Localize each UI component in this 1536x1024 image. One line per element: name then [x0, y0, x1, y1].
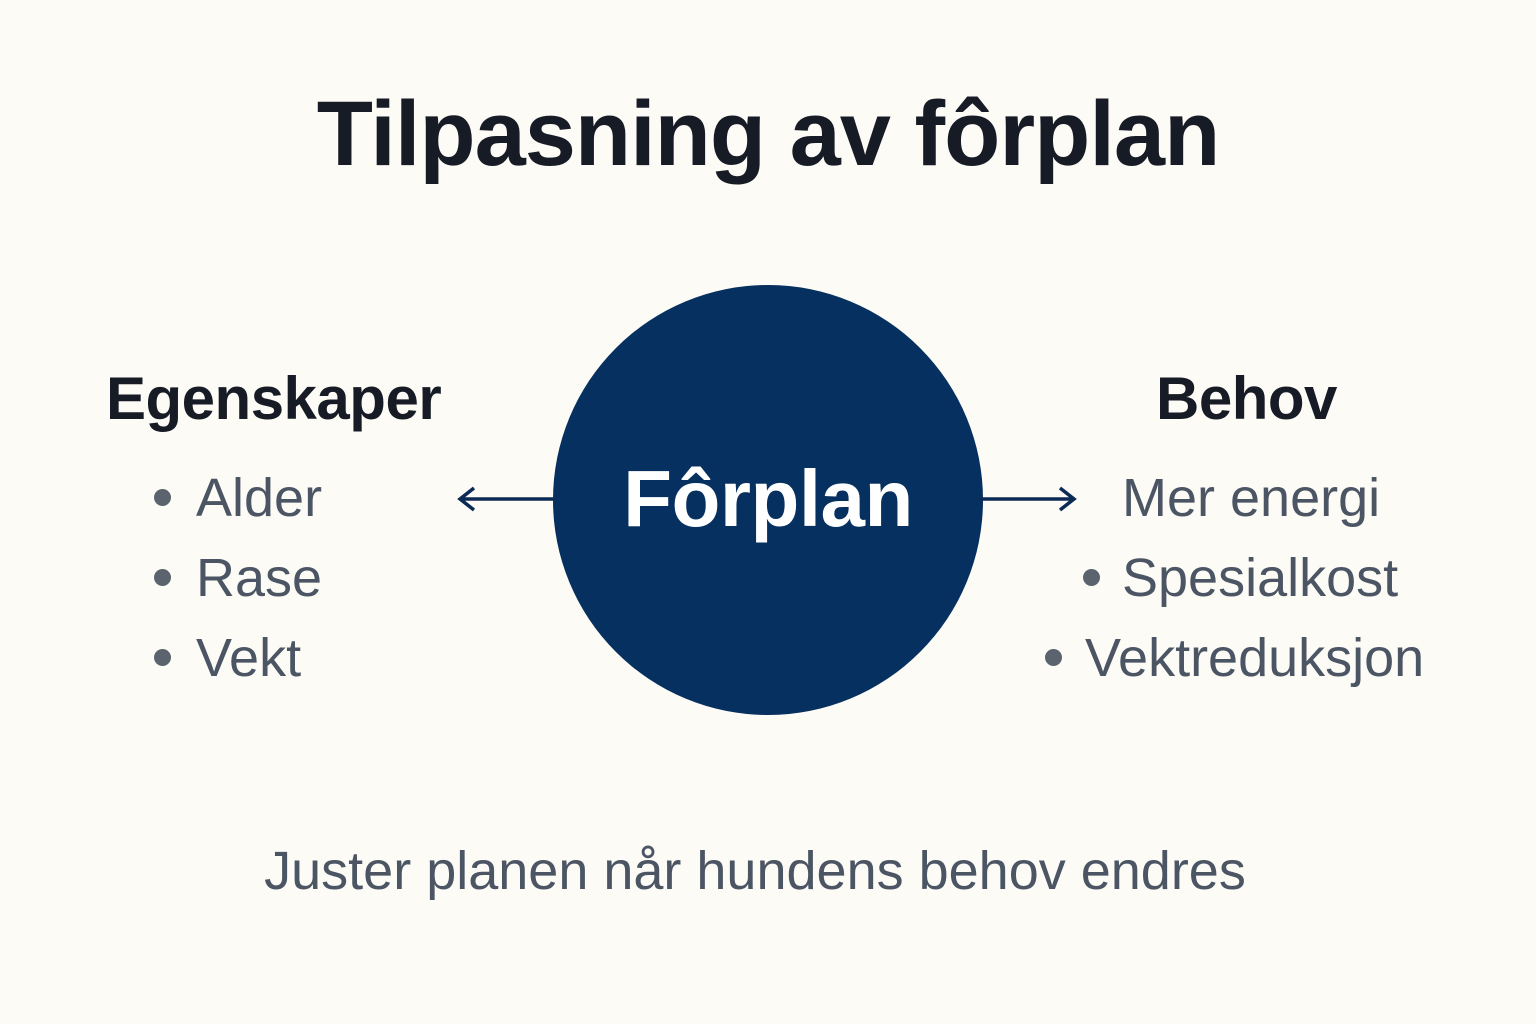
bullet-icon [1083, 569, 1100, 586]
bullet-icon [154, 569, 171, 586]
characteristic-item: Rase [196, 548, 323, 608]
characteristics-heading: Egenskaper [106, 365, 442, 432]
need-item: Vektreduksjon [1085, 628, 1425, 688]
needs-heading: Behov [1156, 365, 1337, 432]
need-item: Mer energi [1122, 468, 1381, 528]
arrow-right-icon [980, 486, 1077, 512]
diagram-title: Tilpasning av fôrplan [316, 83, 1221, 185]
feeding-plan-label: Fôrplan [623, 454, 913, 543]
arrow-left-icon [457, 486, 556, 512]
footer-caption: Juster planen når hundens behov endres [264, 841, 1246, 901]
feeding-plan-circle: Fôrplan [553, 285, 983, 715]
characteristic-item: Vekt [196, 628, 302, 688]
bullet-icon [154, 649, 171, 666]
need-item: Spesialkost [1122, 548, 1399, 608]
bullet-icon [154, 489, 171, 506]
characteristic-item: Alder [196, 468, 323, 528]
bullet-icon [1045, 649, 1062, 666]
